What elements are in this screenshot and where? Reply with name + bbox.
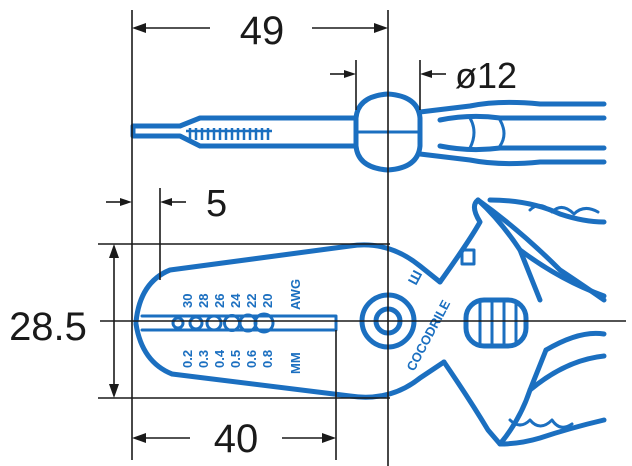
brand-logo-mark: Ш	[405, 267, 426, 287]
awg-unit-label: AWG	[288, 279, 303, 310]
dimension-top-length: 49	[240, 9, 285, 53]
spring-coil	[463, 297, 529, 349]
mm-value: 0.6	[244, 350, 259, 368]
awg-value: 28	[196, 294, 211, 308]
front-view-tool	[133, 197, 607, 447]
dimension-tip-offset: 5	[206, 183, 227, 225]
awg-value: 20	[260, 294, 275, 308]
dimension-pivot-diameter: ø12	[455, 55, 517, 96]
mm-value: 0.3	[196, 350, 211, 368]
pivot-disc-side	[353, 91, 423, 173]
awg-value: 22	[244, 294, 259, 308]
awg-value: 30	[180, 294, 195, 308]
mm-value: 0.8	[260, 350, 275, 368]
dimension-jaw-height: 28.5	[9, 305, 87, 349]
mm-unit-label: MM	[288, 352, 303, 374]
dimension-jaw-length: 40	[214, 417, 259, 461]
mm-value: 0.2	[180, 350, 195, 368]
dimension-lines	[98, 10, 626, 466]
mm-value: 0.4	[212, 349, 227, 368]
mm-scale: 0.2 0.3 0.4 0.5 0.6 0.8 MM	[180, 349, 303, 374]
awg-scale: 30 28 26 24 22 20 AWG	[180, 279, 303, 310]
mm-value: 0.5	[228, 350, 243, 368]
jaw-serrations	[186, 128, 272, 140]
awg-value: 24	[228, 293, 243, 308]
awg-value: 26	[212, 294, 227, 308]
top-view-profile	[130, 91, 607, 173]
dimension-labels: 49 ø12 5 28.5 40	[9, 9, 517, 461]
stripping-notches	[171, 312, 275, 334]
